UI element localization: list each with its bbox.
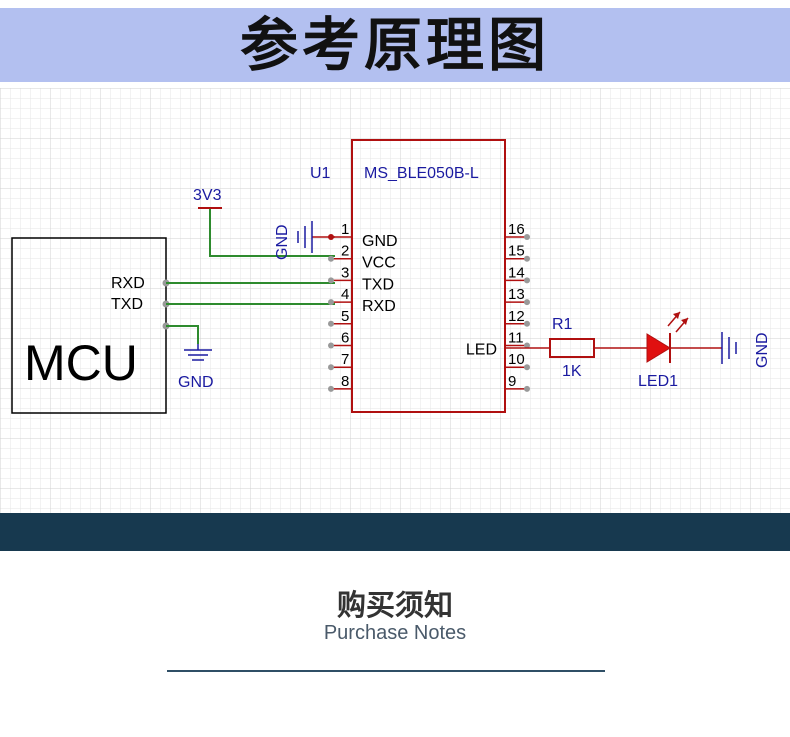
- mcu-gnd-label: GND: [178, 374, 214, 391]
- u1-right-pin-14: 14: [505, 264, 530, 284]
- u1-right-pin-9: 9: [505, 373, 530, 392]
- u1-pin-name: RXD: [362, 298, 396, 315]
- u1-right-pin-16: 16: [505, 221, 530, 240]
- u1-pin-number: 7: [341, 351, 349, 368]
- u1-right-pin-15: 15: [505, 243, 530, 262]
- u1-pin-number: 6: [341, 330, 349, 347]
- u1-part: MS_BLE050B-L: [364, 165, 479, 182]
- u1-pin-name: GND: [362, 233, 398, 250]
- u1-pin-number: 9: [508, 373, 516, 390]
- u1-pin-number: 8: [341, 373, 349, 390]
- u1-pin-number: 2: [341, 243, 349, 260]
- u1-pin-number: 1: [341, 221, 349, 238]
- led-gnd-label: GND: [754, 332, 771, 368]
- wire-mcu-gnd: [166, 325, 199, 344]
- schematic-diagram: MCU RXD TXD GND 3V3 GND U1 MS_BLE050B-L: [0, 88, 790, 513]
- u1-pin-name: TXD: [362, 276, 394, 293]
- u1-left-pin-5: 5: [328, 308, 352, 327]
- purchase-notes-underline: [167, 670, 605, 672]
- r1-value: 1K: [562, 363, 582, 380]
- u1-pin-number: 16: [508, 221, 525, 238]
- r1-ref: R1: [552, 316, 573, 333]
- u1-left-pin-6: 6: [328, 330, 352, 349]
- led-gnd-symbol: GND: [721, 332, 771, 368]
- vcc-symbol: 3V3: [193, 187, 222, 209]
- section-divider-band: [0, 513, 790, 551]
- led1-ref: LED1: [638, 373, 678, 390]
- u1-right-pin-10: 10: [505, 351, 530, 371]
- u1-right-pin-13: 13: [505, 286, 530, 306]
- banner-title: 参考原理图: [239, 11, 550, 79]
- u1-pin-number: 12: [508, 308, 525, 325]
- u1-pin-number: 13: [508, 286, 525, 303]
- u1-pin-name: VCC: [362, 255, 396, 272]
- wire-3v3: [209, 208, 335, 257]
- u1-pin-number: 10: [508, 351, 525, 368]
- header-banner: 参考原理图: [0, 8, 790, 82]
- led-led1: LED1: [638, 311, 722, 390]
- u1-pin-number: 4: [341, 286, 349, 303]
- u1-pin-number: 11: [508, 330, 524, 347]
- module-gnd-label: GND: [274, 224, 291, 260]
- u1-pin-number: 3: [341, 264, 349, 281]
- u1-left-pin-8: 8: [328, 373, 352, 392]
- grid-background: [0, 88, 790, 513]
- u1-pin-number: 5: [341, 308, 349, 325]
- mcu-pin-txd: TXD: [111, 296, 143, 313]
- u1-ref: U1: [310, 165, 331, 182]
- u1-left-pin-7: 7: [328, 351, 352, 371]
- vcc-label: 3V3: [193, 187, 222, 204]
- mcu-gnd-symbol: [184, 344, 212, 361]
- u1-right-pin-12: 12: [505, 308, 530, 327]
- mcu-pin-rxd: RXD: [111, 275, 145, 292]
- purchase-notes-subtitle: Purchase Notes: [323, 622, 467, 644]
- signal-wires: [166, 208, 335, 344]
- u1-pin-number: 14: [508, 264, 525, 281]
- u1-module: U1 MS_BLE050B-L: [310, 139, 506, 413]
- resistor-r1: R1 1K: [505, 316, 647, 380]
- purchase-notes-title: 购买须知: [336, 588, 453, 622]
- u1-pin-name: LED: [466, 342, 497, 359]
- mcu-label: MCU: [24, 335, 138, 391]
- u1-pin-number: 15: [508, 243, 525, 260]
